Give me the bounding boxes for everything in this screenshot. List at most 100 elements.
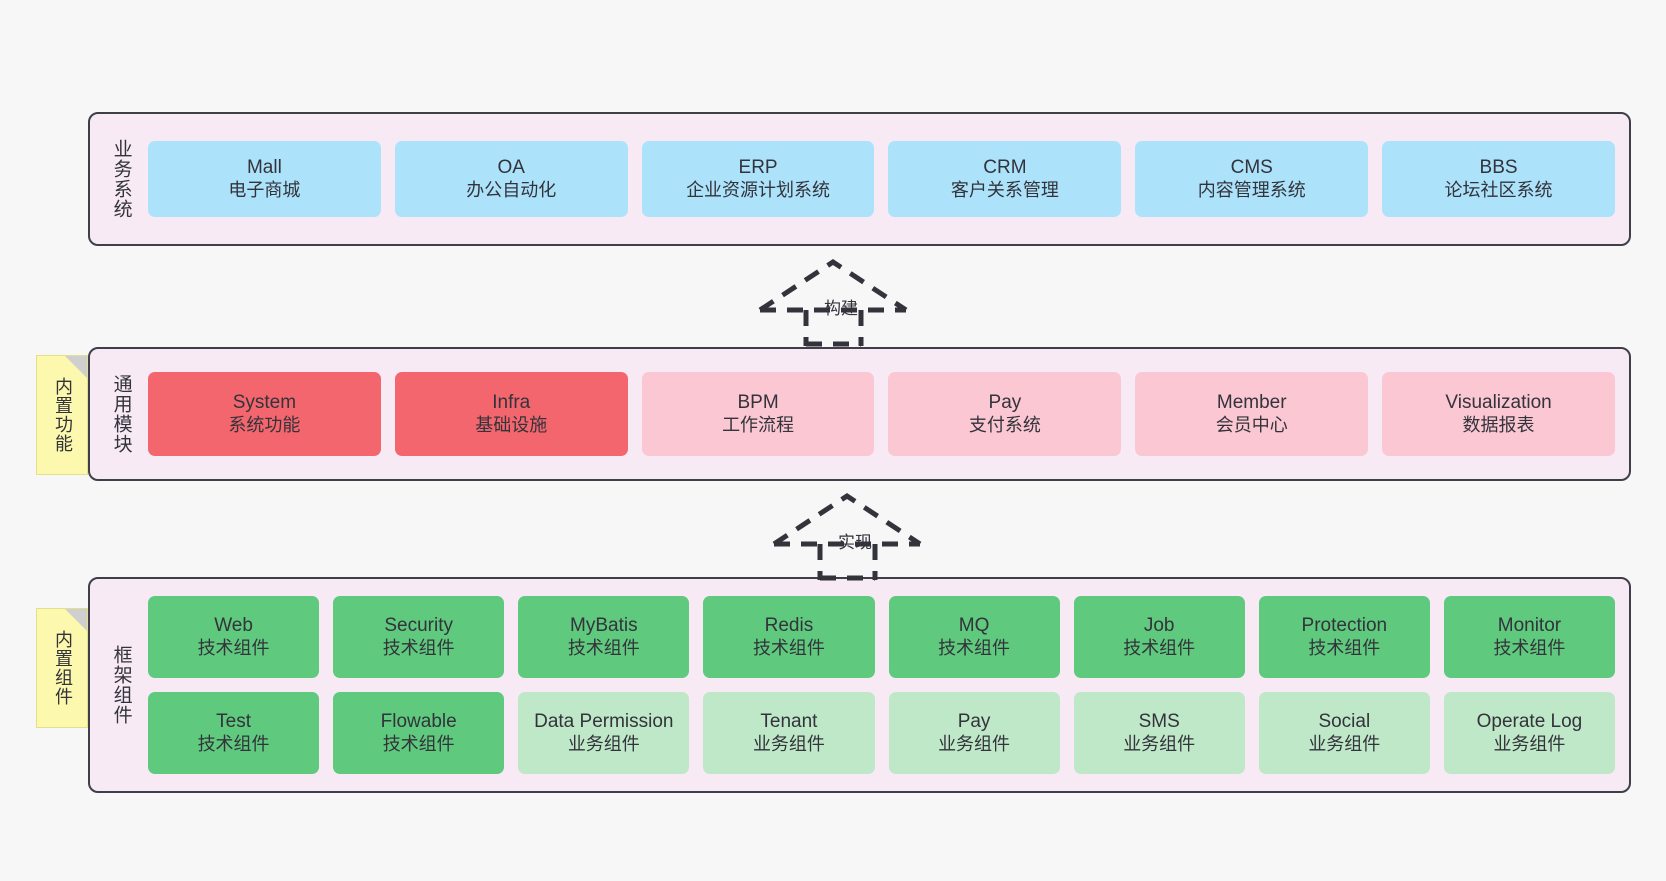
card-title: Visualization [1445, 392, 1552, 414]
common-modules-row: System 系统功能 Infra 基础设施 BPM 工作流程 Pay 支付系统… [148, 372, 1615, 456]
card-bpm[interactable]: BPM 工作流程 [641, 372, 875, 456]
card-pay-component[interactable]: Pay 业务组件 [888, 692, 1060, 774]
card-subtitle: 系统功能 [228, 414, 301, 435]
sticky-note-label: 内置组件 [52, 630, 73, 706]
card-erp[interactable]: ERP 企业资源计划系统 [641, 141, 875, 217]
card-protection[interactable]: Protection 技术组件 [1258, 596, 1430, 678]
card-subtitle: 工作流程 [722, 414, 795, 435]
card-title: Redis [764, 615, 814, 637]
card-oa[interactable]: OA 办公自动化 [394, 141, 628, 217]
card-subtitle: 技术组件 [1123, 637, 1196, 658]
card-mq[interactable]: MQ 技术组件 [888, 596, 1060, 678]
arrowhead-outline [772, 493, 922, 547]
card-pay-module[interactable]: Pay 支付系统 [888, 372, 1122, 456]
card-data-permission[interactable]: Data Permission 业务组件 [518, 692, 690, 774]
card-security[interactable]: Security 技术组件 [333, 596, 505, 678]
arrow-realize-label: 实现 [838, 533, 872, 552]
card-title: Operate Log [1476, 711, 1583, 733]
card-title: Infra [492, 392, 531, 414]
card-subtitle: 技术组件 [567, 637, 640, 658]
card-flowable[interactable]: Flowable 技术组件 [333, 692, 505, 774]
framework-biz-row: Test 技术组件 Flowable 技术组件 Data Permission … [148, 692, 1615, 774]
card-title: Pay [988, 392, 1022, 414]
card-tenant[interactable]: Tenant 业务组件 [703, 692, 875, 774]
card-visualization[interactable]: Visualization 数据报表 [1382, 372, 1615, 456]
card-crm[interactable]: CRM 客户关系管理 [888, 141, 1122, 217]
card-subtitle: 电子商城 [228, 179, 301, 200]
card-title: ERP [738, 157, 778, 179]
card-subtitle: 技术组件 [752, 637, 825, 658]
card-mybatis[interactable]: MyBatis 技术组件 [518, 596, 690, 678]
card-cms[interactable]: CMS 内容管理系统 [1135, 141, 1369, 217]
framework-components-label: 框架组件 [110, 645, 132, 725]
arrow-build-label: 构建 [824, 299, 858, 318]
card-title: CRM [983, 157, 1027, 179]
card-redis[interactable]: Redis 技术组件 [703, 596, 875, 678]
common-modules-panel: 通用模块 System 系统功能 Infra 基础设施 BPM 工作流程 Pay [88, 347, 1631, 481]
card-title: Security [384, 615, 453, 637]
card-title: BPM [737, 392, 779, 414]
card-subtitle: 技术组件 [197, 637, 270, 658]
card-subtitle: 技术组件 [1493, 637, 1566, 658]
card-title: Web [214, 615, 253, 637]
card-subtitle: 业务组件 [1123, 733, 1196, 754]
card-subtitle: 论坛社区系统 [1444, 179, 1553, 200]
card-title: Monitor [1497, 615, 1562, 637]
arrowhead-outline [758, 259, 908, 313]
business-system-panel: 业务系统 Mall 电子商城 OA 办公自动化 ERP 企业资源计划系统 CRM [88, 112, 1631, 246]
framework-components-panel: 框架组件 Web 技术组件 Security 技术组件 MyBatis 技术组件… [88, 577, 1631, 793]
card-system[interactable]: System 系统功能 [148, 372, 381, 456]
card-subtitle: 业务组件 [938, 733, 1011, 754]
card-title: Social [1318, 711, 1371, 733]
framework-components-body: Web 技术组件 Security 技术组件 MyBatis 技术组件 Redi… [138, 589, 1615, 781]
card-title: Flowable [380, 711, 457, 733]
card-title: Member [1216, 392, 1287, 414]
card-subtitle: 技术组件 [938, 637, 1011, 658]
card-title: Tenant [760, 711, 818, 733]
card-member[interactable]: Member 会员中心 [1135, 372, 1369, 456]
card-title: MyBatis [570, 615, 638, 637]
sticky-note-label: 内置功能 [52, 377, 73, 453]
common-modules-body: System 系统功能 Infra 基础设施 BPM 工作流程 Pay 支付系统… [138, 359, 1615, 469]
card-title: Mall [246, 157, 282, 179]
generalization-arrow-build: 构建 [758, 258, 908, 347]
card-title: Pay [957, 711, 991, 733]
card-subtitle: 企业资源计划系统 [686, 179, 831, 200]
card-sms[interactable]: SMS 业务组件 [1073, 692, 1245, 774]
sticky-note-builtin-function: 内置功能 [36, 355, 88, 475]
card-test[interactable]: Test 技术组件 [148, 692, 320, 774]
card-monitor[interactable]: Monitor 技术组件 [1443, 596, 1615, 678]
generalization-arrow-realize: 实现 [772, 492, 922, 581]
card-subtitle: 技术组件 [382, 733, 455, 754]
card-web[interactable]: Web 技术组件 [148, 596, 320, 678]
card-title: MQ [958, 615, 990, 637]
card-title: SMS [1138, 711, 1180, 733]
card-title: Test [216, 711, 251, 733]
card-infra[interactable]: Infra 基础设施 [394, 372, 628, 456]
card-subtitle: 技术组件 [1308, 637, 1381, 658]
sticky-note-builtin-component: 内置组件 [36, 608, 88, 728]
card-subtitle: 支付系统 [968, 414, 1041, 435]
card-subtitle: 会员中心 [1215, 414, 1288, 435]
card-subtitle: 业务组件 [752, 733, 825, 754]
card-bbs[interactable]: BBS 论坛社区系统 [1382, 141, 1615, 217]
common-modules-label: 通用模块 [110, 374, 132, 454]
card-subtitle: 技术组件 [197, 733, 270, 754]
framework-tech-row: Web 技术组件 Security 技术组件 MyBatis 技术组件 Redi… [148, 596, 1615, 678]
card-title: System [232, 392, 297, 414]
card-title: OA [497, 157, 525, 179]
business-system-body: Mall 电子商城 OA 办公自动化 ERP 企业资源计划系统 CRM 客户关系… [138, 124, 1615, 234]
business-system-label: 业务系统 [110, 139, 132, 219]
card-mall[interactable]: Mall 电子商城 [148, 141, 381, 217]
card-title: Protection [1301, 615, 1388, 637]
card-title: BBS [1479, 157, 1518, 179]
card-subtitle: 客户关系管理 [950, 179, 1059, 200]
card-subtitle: 内容管理系统 [1197, 179, 1306, 200]
card-social[interactable]: Social 业务组件 [1258, 692, 1430, 774]
card-operate-log[interactable]: Operate Log 业务组件 [1443, 692, 1615, 774]
card-subtitle: 技术组件 [382, 637, 455, 658]
card-job[interactable]: Job 技术组件 [1073, 596, 1245, 678]
card-subtitle: 办公自动化 [466, 179, 557, 200]
card-subtitle: 业务组件 [1308, 733, 1381, 754]
